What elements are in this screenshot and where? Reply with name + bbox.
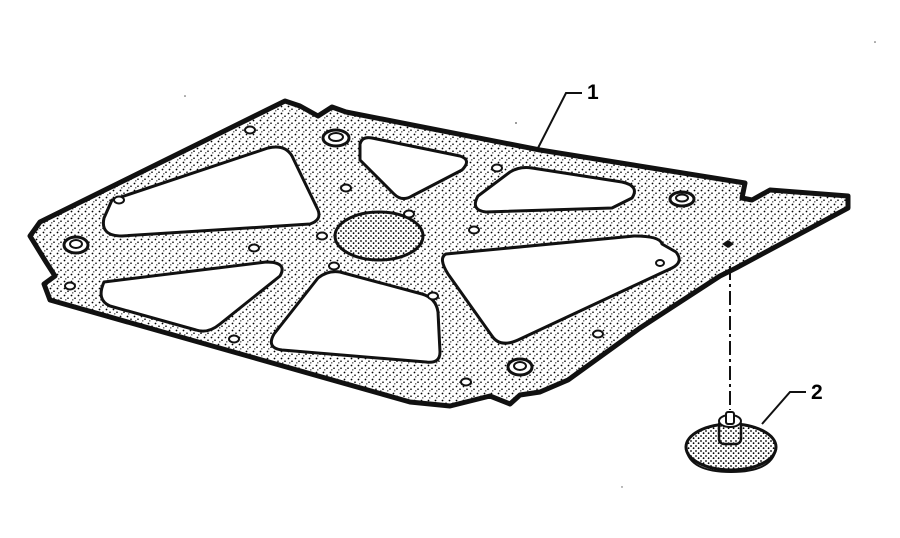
callout-number-1: 1 [587, 81, 599, 104]
insulation-panel-part-1 [27, 98, 851, 409]
window-bottom [269, 270, 442, 364]
boss-hole-top [321, 128, 351, 148]
window-upper-right [473, 166, 636, 214]
boss-hole-bottom [506, 357, 534, 377]
window-lower-left [99, 260, 284, 333]
window-right [441, 234, 681, 345]
boss-hole-right [668, 190, 696, 208]
leader-line-2 [761, 391, 806, 425]
callout-number-2: 2 [811, 381, 823, 404]
window-upper-left [101, 145, 321, 238]
fastening-clip-part-2 [684, 411, 778, 474]
leader-line-1 [537, 92, 582, 149]
mounting-holes [64, 125, 665, 387]
fixing-point-mark [722, 240, 734, 248]
window-top [358, 136, 468, 201]
panel-outline [27, 98, 851, 409]
boss-hole-left [62, 235, 90, 255]
center-pad [333, 210, 425, 262]
